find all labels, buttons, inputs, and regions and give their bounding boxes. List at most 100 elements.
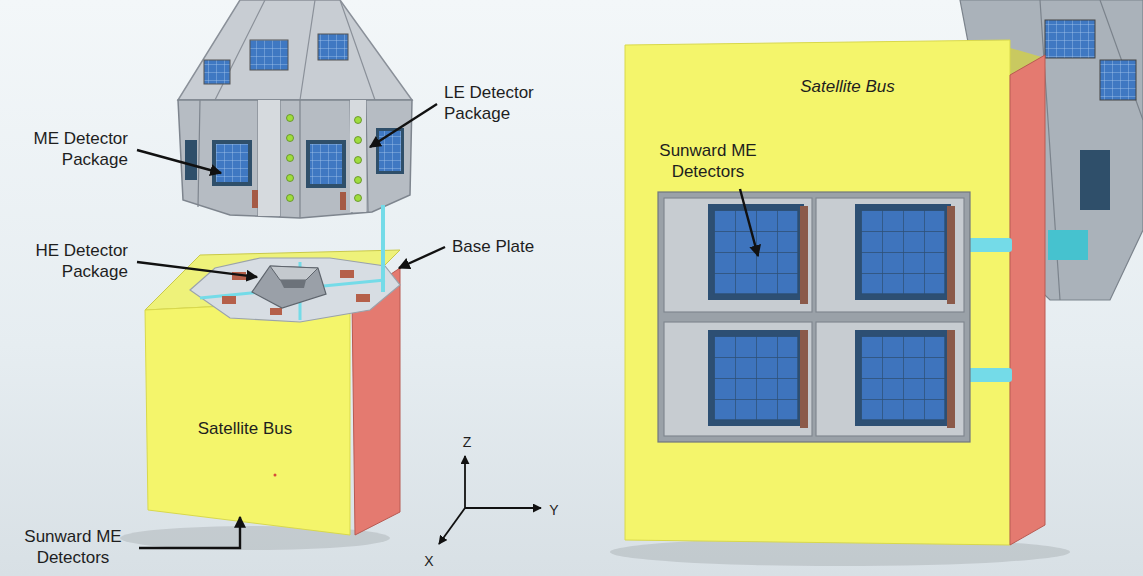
detector-dome-part-part	[355, 177, 362, 184]
callout-label-box: LE Detector Package	[444, 82, 556, 124]
axis-label-box: X	[421, 551, 437, 572]
leader-line-part	[137, 262, 257, 277]
axis-triad-part	[465, 507, 541, 509]
detector-dome-part	[306, 140, 346, 188]
satellite-bus-body	[145, 250, 400, 535]
sunward-detector-modules-part	[855, 330, 951, 426]
sunward-detector-modules-part	[861, 336, 945, 420]
detector-dome-part	[212, 140, 252, 186]
cyan-strap-part	[966, 368, 1012, 382]
cyan-cable-part	[381, 205, 385, 292]
callout-label: ME Detector Package	[10, 128, 128, 170]
callout-label-box: Base Plate	[452, 236, 562, 257]
he-detector-pyramid-part	[280, 280, 306, 288]
axis-triad-part	[439, 508, 465, 544]
sunward-detector-modules-part	[816, 198, 964, 312]
callout-label: Base Plate	[452, 236, 534, 257]
satellite-bus-face-part	[625, 40, 1010, 545]
detector-dome-part	[350, 100, 366, 212]
cyan-cable	[383, 205, 384, 292]
callout-label: HE Detector Package	[10, 240, 128, 282]
detector-dome-part-part	[287, 155, 294, 162]
base-plate-part	[270, 308, 282, 315]
leader-line-part	[137, 150, 221, 173]
cyan-strap-part	[966, 238, 1012, 252]
sunward-detector-modules-part	[861, 210, 945, 294]
he-detector-pyramid	[252, 266, 326, 308]
leader-line-part	[370, 104, 437, 147]
sunward-detector-modules	[658, 192, 970, 442]
axis-label-box: Y	[546, 500, 562, 521]
sunward-detector-modules-part	[800, 206, 808, 304]
callout-label: Sunward ME Detectors	[649, 140, 767, 182]
detector-dome-part	[216, 144, 248, 182]
axis-triad	[439, 456, 541, 544]
he-detector-pyramid-part	[270, 266, 318, 280]
axis-label: Y	[549, 500, 558, 521]
detector-dome-part	[310, 144, 342, 184]
detector-dome-rear-part	[1045, 20, 1095, 58]
satellite-bus-face-part	[1010, 55, 1045, 545]
detector-dome-part-part	[355, 117, 362, 124]
sunward-detector-modules-part	[855, 204, 951, 300]
sunward-detector-modules-part	[664, 322, 812, 436]
detector-dome-part	[178, 100, 412, 218]
detector-dome-part	[258, 100, 280, 216]
detector-dome-part-part	[287, 135, 294, 142]
detector-dome-part	[318, 34, 348, 60]
detector-dome-rear-part	[1048, 230, 1088, 260]
detector-dome-part	[287, 115, 362, 202]
detector-dome-part	[204, 60, 230, 84]
sunward-detector-modules-part	[816, 322, 964, 436]
sunward-detector-modules-part	[708, 330, 804, 426]
bus-title: Satellite Bus	[145, 418, 345, 439]
leader-line-part	[399, 247, 445, 268]
base-plate-part	[190, 258, 400, 322]
base-plate-part	[200, 262, 385, 320]
leader-line-part	[740, 189, 758, 256]
detector-dome-part-part	[287, 195, 294, 202]
base-plate	[190, 258, 400, 322]
satellite-bus-body-part	[274, 474, 277, 477]
axis-triad-part	[464, 456, 466, 508]
leader-line	[137, 104, 758, 548]
detector-dome-part-part	[355, 157, 362, 164]
callout-label-box: Sunward ME Detectors	[649, 140, 767, 182]
he-detector-pyramid-part	[252, 266, 326, 308]
detector-dome-part-part	[287, 115, 294, 122]
detector-dome-part	[215, 0, 375, 100]
axis-label: X	[424, 551, 433, 572]
detector-dome-part	[198, 100, 368, 218]
leader-line-part	[139, 517, 240, 548]
detector-dome-part-part	[287, 175, 294, 182]
detector-dome-part	[185, 140, 197, 180]
callout-label: LE Detector Package	[444, 82, 556, 124]
sunward-detector-modules-part	[800, 330, 808, 428]
detector-dome-part	[178, 0, 412, 100]
detector-dome-part	[250, 40, 288, 70]
callout-label-box: ME Detector Package	[10, 128, 128, 170]
sunward-detector-modules-part	[714, 336, 798, 420]
axis-label: Z	[463, 432, 472, 453]
detector-dome-part	[340, 192, 346, 210]
detector-dome-rear-part	[1040, 0, 1143, 300]
base-plate-part	[340, 270, 354, 278]
sunward-detector-modules-part	[947, 206, 955, 304]
axis-label-box: Z	[459, 432, 475, 453]
satellite-bus-body-part	[145, 300, 350, 535]
sunward-detector-modules-part	[664, 198, 812, 312]
callout-label-box: HE Detector Package	[10, 240, 128, 282]
bus-title: Satellite Bus	[685, 76, 1010, 97]
bus-face: Satellite Bus	[145, 308, 345, 530]
detector-dome-part	[379, 131, 401, 171]
callout-label-box: Sunward ME Detectors	[14, 526, 132, 568]
sunward-detector-modules-part	[947, 330, 955, 428]
detector-dome-part-part	[355, 195, 362, 202]
detector-dome-rear-part	[1100, 60, 1136, 100]
base-plate-part	[222, 296, 236, 304]
satellite-bus-face	[625, 40, 1045, 545]
callout-label: Sunward ME Detectors	[14, 526, 132, 568]
sunward-detector-modules-part	[658, 192, 970, 442]
